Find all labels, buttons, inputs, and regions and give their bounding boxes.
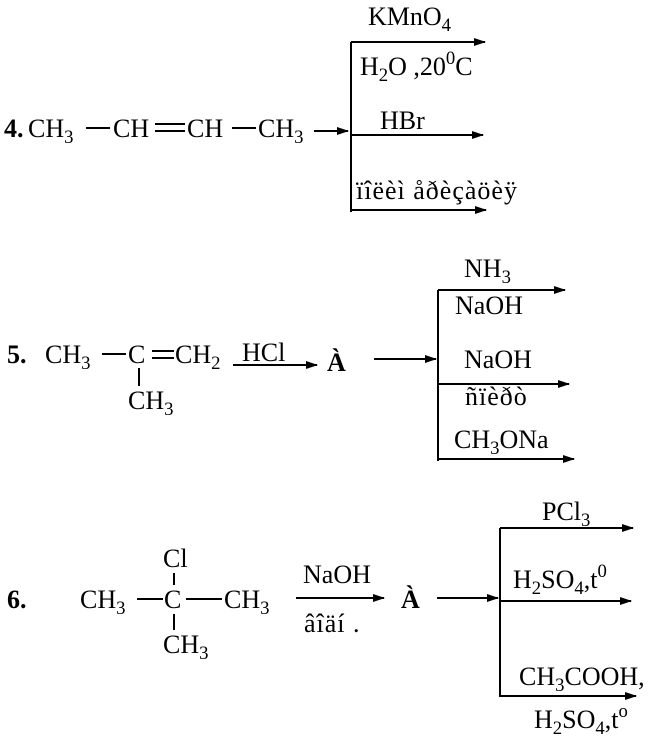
reaction-6-ch3-left: CH3 (80, 585, 126, 619)
reaction-5-c: C (128, 340, 146, 369)
intermediate-a-6: À (401, 585, 420, 614)
condition-aqueous: âîäí . (304, 609, 361, 638)
reagent-hcl: HCl (242, 338, 286, 367)
condition-naoh-1: NaOH (455, 291, 523, 320)
condition-h2o-20c: H2O ,200C (360, 47, 473, 86)
reaction-4-ch-a: CH (113, 114, 150, 143)
condition-alcohol: ñïèðò (465, 382, 528, 411)
reaction-6-ch3-bottom: CH3 (163, 630, 209, 664)
reaction-5-ch3-left: CH3 (45, 340, 91, 374)
reaction-6-number: 6. (7, 585, 27, 614)
reaction-4-ch3-right: CH3 (258, 114, 304, 148)
reagent-ch3cooh: CH3COOH, (519, 662, 645, 696)
reaction-5-ch2: CH2 (175, 340, 221, 374)
reagent-kmno4: KMnO4 (368, 2, 452, 36)
reaction-5-ch3-sub: CH3 (128, 386, 174, 420)
reagent-naoh-6: NaOH (303, 560, 371, 589)
reagent-nh3: NH3 (464, 254, 511, 288)
condition-h2so4-to: H2SO4,to (534, 700, 628, 739)
reaction-5-number: 5. (7, 340, 27, 369)
intermediate-a-5: À (327, 348, 346, 377)
reaction-6-c: C (164, 585, 182, 614)
reaction-4-ch3-left: CH3 (28, 114, 74, 148)
reagent-pcl3: PCl3 (542, 497, 591, 531)
reagent-h2so4-t0: H2SO4,t0 (513, 560, 607, 599)
condition-polymerization: ïîëèì åðèçàöèÿ (356, 176, 518, 205)
reaction-4-ch-b: CH (187, 114, 224, 143)
reaction-6-ch3-right: CH3 (224, 585, 270, 619)
reaction-6-cl: Cl (163, 544, 188, 573)
reagent-ch3ona: CH3ONa (454, 425, 549, 459)
reaction-4-number: 4. (4, 114, 24, 143)
reagent-naoh-2: NaOH (464, 345, 532, 374)
reagent-hbr: HBr (380, 106, 425, 135)
